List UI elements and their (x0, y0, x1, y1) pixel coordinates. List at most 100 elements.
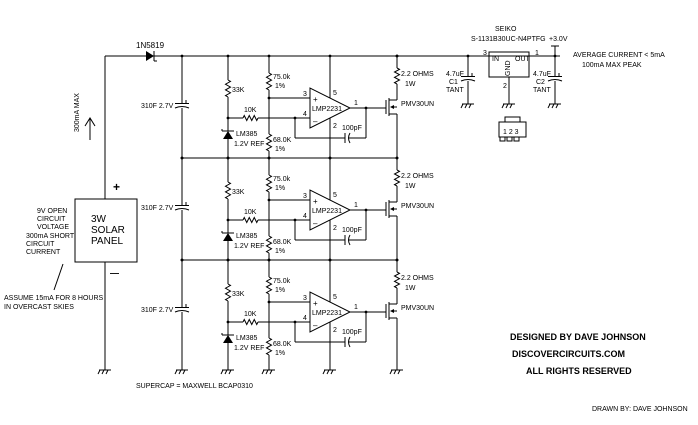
junction-dot (364, 208, 368, 212)
resistor-label: 10K (244, 209, 257, 216)
junction-dot (364, 106, 368, 110)
ground-icon (178, 369, 182, 375)
mosfet-label: PMV30UN (401, 305, 434, 312)
reference-label: LM385 (236, 335, 258, 342)
regulator-pin: OUT (515, 56, 531, 63)
pin-label: 5 (333, 294, 337, 301)
supercap (174, 208, 190, 211)
resistor-label: 75.0k (273, 74, 291, 81)
opamp-label: LMP2231 (312, 310, 342, 317)
regulator-pin: GND (505, 60, 512, 76)
resistor-33k (224, 79, 232, 98)
capacitor (348, 132, 351, 144)
resistor-label: 10K (244, 107, 257, 114)
regulator-part: S-1131B30UC-N4PTFG (471, 36, 546, 43)
zener-diode-icon (223, 233, 233, 241)
pin-label: 3 (483, 50, 487, 57)
ground-icon (261, 369, 265, 375)
resistor-label: 75.0k (273, 278, 291, 285)
pin-label: 4 (303, 213, 307, 220)
resistor-2.2ohm (393, 169, 401, 187)
junction-dot (364, 310, 368, 314)
resistor-label: 2.2 OHMS (401, 275, 434, 282)
pin-label: 3 (303, 91, 307, 98)
website: DISCOVERCIRCUITS.COM (512, 349, 625, 359)
pin-label: 4 (303, 111, 307, 118)
resistor-68k (265, 337, 273, 356)
resistor-33k (224, 181, 232, 200)
panel-note: 300mA SHORT (26, 233, 75, 240)
mosfet-label: PMV30UN (401, 203, 434, 210)
resistor-75k (265, 174, 273, 193)
package-pin (513, 136, 520, 142)
pin-label: 5 (333, 90, 337, 97)
zener-diode-icon (223, 131, 233, 139)
panel-note: CIRCUIT (37, 216, 66, 223)
supercap-label: 310F 2.7V (141, 205, 174, 212)
resistor-10k (242, 114, 259, 122)
pin-label: 2 (333, 225, 337, 232)
pin-label: 1 (354, 304, 358, 311)
resistor-label: 68.0K (273, 341, 292, 348)
minus-sign: – (313, 219, 318, 228)
capacitor-label: 100pF (342, 329, 362, 336)
ground-icon (105, 369, 109, 375)
resistor-label: 75.0k (273, 176, 291, 183)
ground-icon (269, 369, 273, 375)
resistor-label: 33K (232, 291, 245, 298)
rights: ALL RIGHTS RESERVED (526, 366, 632, 376)
plus-sign: + (313, 95, 318, 104)
resistor-label: 1W (405, 81, 416, 88)
drawn-by: DRAWN BY: DAVE JOHNSON (592, 406, 688, 413)
designed-by: DESIGNED BY DAVE JOHNSON (510, 332, 646, 342)
ground-icon (265, 369, 269, 375)
resistor-label: 2.2 OHMS (401, 173, 434, 180)
resistor-75k (265, 276, 273, 295)
resistor-33k (224, 283, 232, 302)
reference-label: 1.2V REF (234, 243, 264, 250)
capacitor-c1 (460, 79, 476, 82)
resistor-label: 1% (275, 287, 285, 294)
ground-icon (326, 369, 330, 375)
mosfet-icon (390, 309, 394, 313)
supercap-label: 310F 2.7V (141, 103, 174, 110)
mosfet-icon (390, 105, 394, 109)
capacitor-label: 100pF (342, 125, 362, 132)
zener-diode-icon (223, 335, 233, 343)
peak-current-note: 100mA MAX PEAK (582, 62, 642, 69)
supercap (174, 106, 190, 109)
capacitor-label: C2 (536, 79, 545, 86)
ground-icon (505, 103, 509, 109)
ground-icon (322, 369, 326, 375)
arrow-icon (84, 117, 96, 127)
capacitor (348, 234, 351, 246)
supercap-note: SUPERCAP = MAXWELL BCAP0310 (136, 383, 253, 390)
reference-label: 1.2V REF (234, 345, 264, 352)
solar-panel-label: 3W (91, 214, 107, 225)
resistor-label: 10K (244, 311, 257, 318)
resistor-68k (265, 133, 273, 152)
plus-terminal: + (113, 180, 120, 194)
ground-icon (547, 103, 551, 109)
pin-label: 2 (333, 123, 337, 130)
reference-label: 1.2V REF (234, 141, 264, 148)
panel-note: CURRENT (26, 249, 61, 256)
capacitor-label: C1 (449, 79, 458, 86)
mosfet-icon (390, 207, 394, 211)
ground-icon (464, 103, 468, 109)
diode-label: 1N5819 (136, 41, 165, 50)
package-pin (506, 136, 513, 142)
pin-label: 2 (333, 327, 337, 334)
ground-icon (393, 369, 397, 375)
plus-sign: + (313, 299, 318, 308)
resistor-label: 33K (232, 189, 245, 196)
resistor-75k (265, 72, 273, 91)
resistor-label: 1% (275, 185, 285, 192)
resistor-label: 1% (275, 83, 285, 90)
pin-label: 5 (333, 192, 337, 199)
capacitor-label: 100pF (342, 227, 362, 234)
diode-icon (146, 51, 154, 61)
opamp-label: LMP2231 (312, 208, 342, 215)
